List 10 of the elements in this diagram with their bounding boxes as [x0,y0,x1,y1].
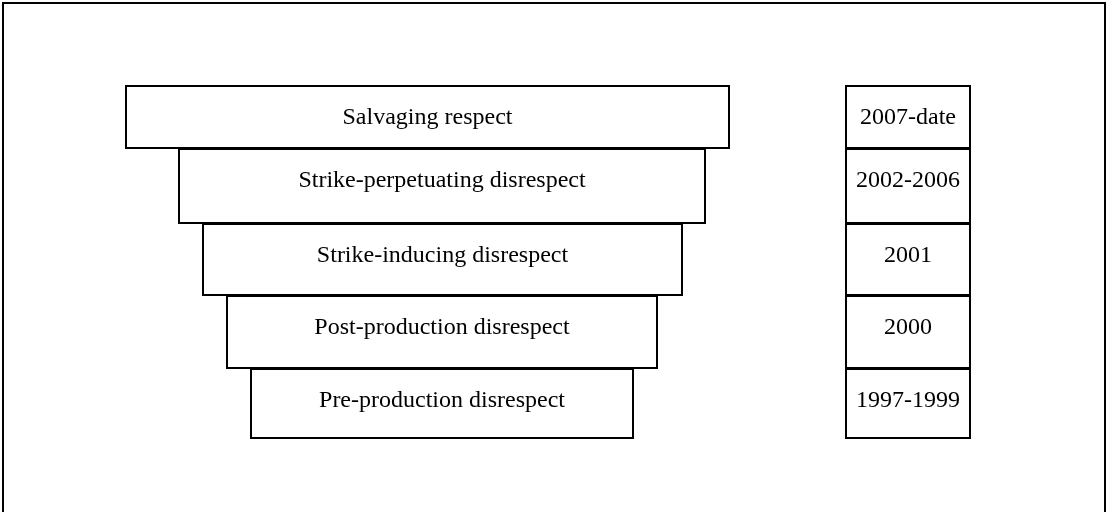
stage-box: Post-production disrespect [226,295,658,369]
period-box: 1997-1999 [845,368,971,439]
stage-box: Pre-production disrespect [250,368,634,439]
period-box: 2000 [845,295,971,369]
stage-box: Salvaging respect [125,85,730,149]
period-box: 2007-date [845,85,971,149]
period-box: 2002-2006 [845,148,971,224]
stage-box: Strike-inducing disrespect [202,223,683,296]
period-box: 2001 [845,223,971,296]
stage-box: Strike-perpetuating disrespect [178,148,706,224]
